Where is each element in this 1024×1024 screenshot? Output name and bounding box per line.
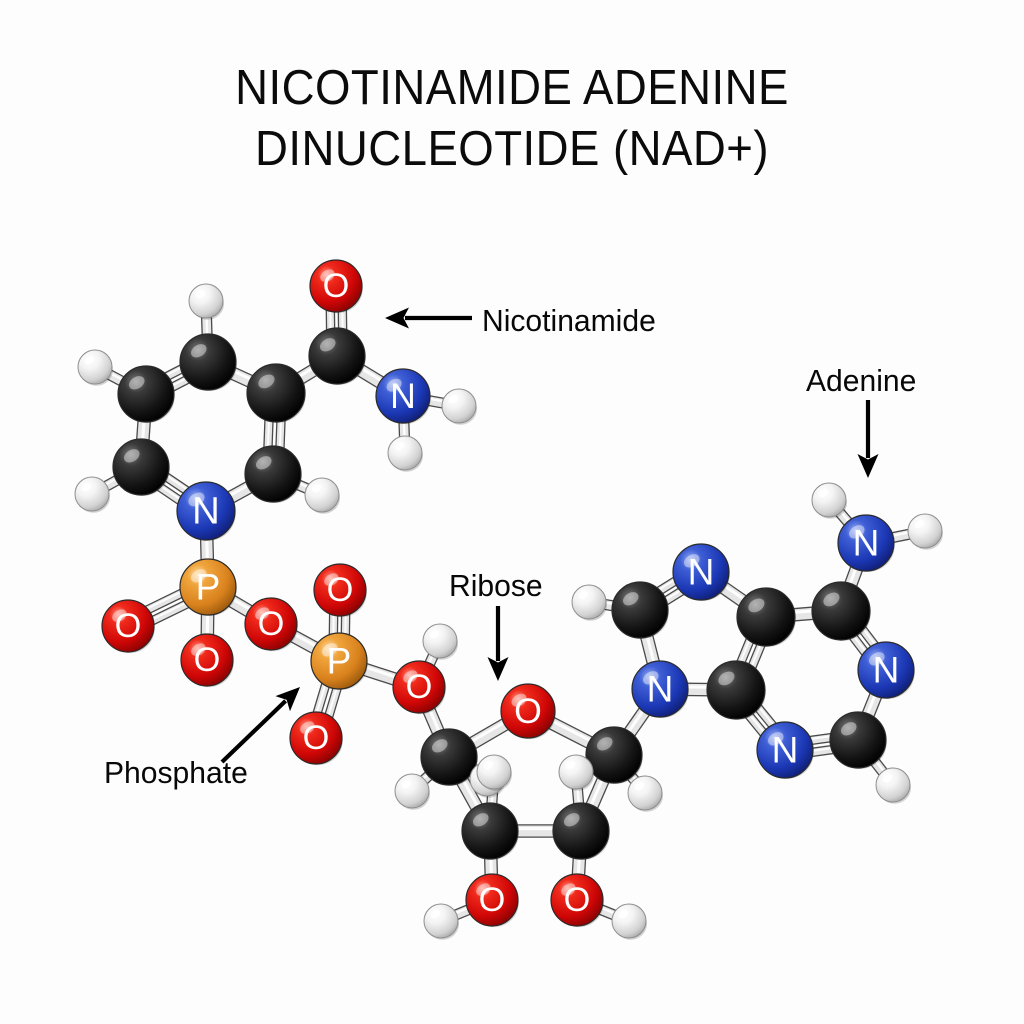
atom-hydrogen-am_h1 bbox=[441, 388, 477, 425]
atom-nitrogen-ad_n1: N bbox=[857, 641, 915, 700]
atom-hydrogen-am_h2 bbox=[387, 435, 423, 472]
atom-label: O bbox=[258, 605, 285, 643]
atom-label: O bbox=[303, 719, 330, 757]
atom-label: O bbox=[479, 881, 506, 919]
atom-carbon-nc_c4 bbox=[179, 333, 237, 392]
callout-label-phosphate: Phosphate bbox=[104, 755, 248, 790]
atom-hydrogen-ho_h bbox=[422, 623, 458, 660]
atom-carbon-rb_c2 bbox=[552, 802, 610, 861]
atom-hydrogen-nc_h6 bbox=[74, 476, 110, 513]
atom-label: N bbox=[647, 669, 674, 710]
atom-label: P bbox=[196, 567, 221, 608]
atom-label: O bbox=[564, 881, 591, 919]
atom-carbon-ad_c2 bbox=[829, 711, 887, 770]
atom-hydrogen-nc_h4 bbox=[188, 283, 224, 320]
atom-oxygen-p1_o1: O bbox=[101, 599, 155, 654]
atom-label: N bbox=[772, 730, 799, 771]
atom-carbon-ad_c6 bbox=[811, 581, 871, 641]
atom-phosphorus-p1: P bbox=[179, 558, 237, 617]
callout-arrow-adenine bbox=[857, 400, 879, 478]
atom-label: N bbox=[873, 650, 900, 691]
atom-hydrogen-ad_h8 bbox=[571, 584, 607, 621]
atom-carbon-rb_c1 bbox=[585, 726, 643, 785]
atom-nitrogen-ad_n3: N bbox=[756, 721, 814, 780]
atom-carbon-ad_c5 bbox=[736, 587, 796, 647]
atom-carbon-nc_c6 bbox=[112, 438, 170, 497]
atom-carbon-nc_c5 bbox=[117, 365, 175, 424]
atom-carbon-ad_c4 bbox=[706, 660, 766, 720]
atom-nitrogen-nc_n1: N bbox=[176, 481, 236, 541]
atom-nitrogen-ad_n6: N bbox=[837, 514, 895, 573]
atom-carbon-ad_c8 bbox=[611, 581, 669, 640]
atom-carbon-rb_c3 bbox=[461, 802, 519, 861]
atom-hydrogen-rb_h1 bbox=[627, 775, 663, 812]
atom-hydrogen-ad_h2 bbox=[875, 767, 911, 804]
atom-hydrogen-nc_h2 bbox=[304, 477, 340, 514]
atom-label: N bbox=[390, 376, 416, 416]
atom-label: P bbox=[327, 641, 352, 682]
callout-label-adenine: Adenine bbox=[806, 363, 917, 398]
atom-nitrogen-am_n: N bbox=[375, 368, 431, 425]
atom-oxygen-br_o: O bbox=[244, 597, 298, 652]
callout-arrow-ribose bbox=[487, 606, 509, 681]
atom-oxygen-rb_o3: O bbox=[465, 873, 519, 928]
atom-hydrogen-rb_h3 bbox=[476, 754, 512, 791]
atom-label: N bbox=[192, 490, 220, 533]
atom-carbon-nc_c2 bbox=[244, 445, 302, 504]
atom-carbon-nc_c3 bbox=[246, 363, 306, 423]
callout-label-ribose: Ribose bbox=[449, 568, 543, 603]
atom-label: O bbox=[323, 267, 350, 305]
atom-hydrogen-ad_h6a bbox=[811, 482, 847, 519]
callout-arrow-nicotinamide bbox=[385, 307, 472, 329]
atom-hydrogen-rb_o2h bbox=[611, 903, 647, 940]
atom-hydrogen-rb_o3h bbox=[423, 903, 459, 940]
atom-oxygen-rb_o4: O bbox=[500, 683, 556, 740]
atom-label: O bbox=[194, 641, 221, 679]
atom-carbon-rb_c5 bbox=[420, 728, 478, 787]
atom-oxygen-p2_o3: O bbox=[392, 660, 446, 715]
atom-oxygen-p1_o2: O bbox=[180, 633, 234, 688]
atom-oxygen-am_o: O bbox=[309, 259, 363, 314]
atom-label: N bbox=[688, 552, 715, 593]
atom-label: O bbox=[115, 607, 142, 645]
atom-hydrogen-rb_h2 bbox=[558, 754, 594, 791]
atom-phosphorus-p2: P bbox=[310, 632, 368, 691]
atom-hydrogen-rb_h5a bbox=[394, 773, 430, 810]
atom-label: O bbox=[406, 668, 433, 706]
atom-nitrogen-ad_n7: N bbox=[672, 543, 730, 602]
atom-label: O bbox=[327, 571, 354, 609]
atom-label: N bbox=[853, 523, 880, 564]
callout-arrow-phosphate bbox=[220, 687, 300, 764]
atom-oxygen-rb_o2: O bbox=[550, 873, 604, 928]
callout-arrow-layer bbox=[220, 307, 879, 764]
atom-label: O bbox=[514, 691, 542, 731]
atom-nitrogen-ad_n9: N bbox=[631, 660, 689, 719]
atom-hydrogen-ad_h6b bbox=[907, 513, 943, 550]
atom-oxygen-p2_o2: O bbox=[289, 711, 343, 766]
atom-carbon-am_c bbox=[308, 327, 366, 386]
atom-hydrogen-nc_h5 bbox=[77, 349, 113, 386]
callout-label-nicotinamide: Nicotinamide bbox=[482, 303, 656, 338]
atom-oxygen-p2_o1: O bbox=[313, 563, 367, 618]
